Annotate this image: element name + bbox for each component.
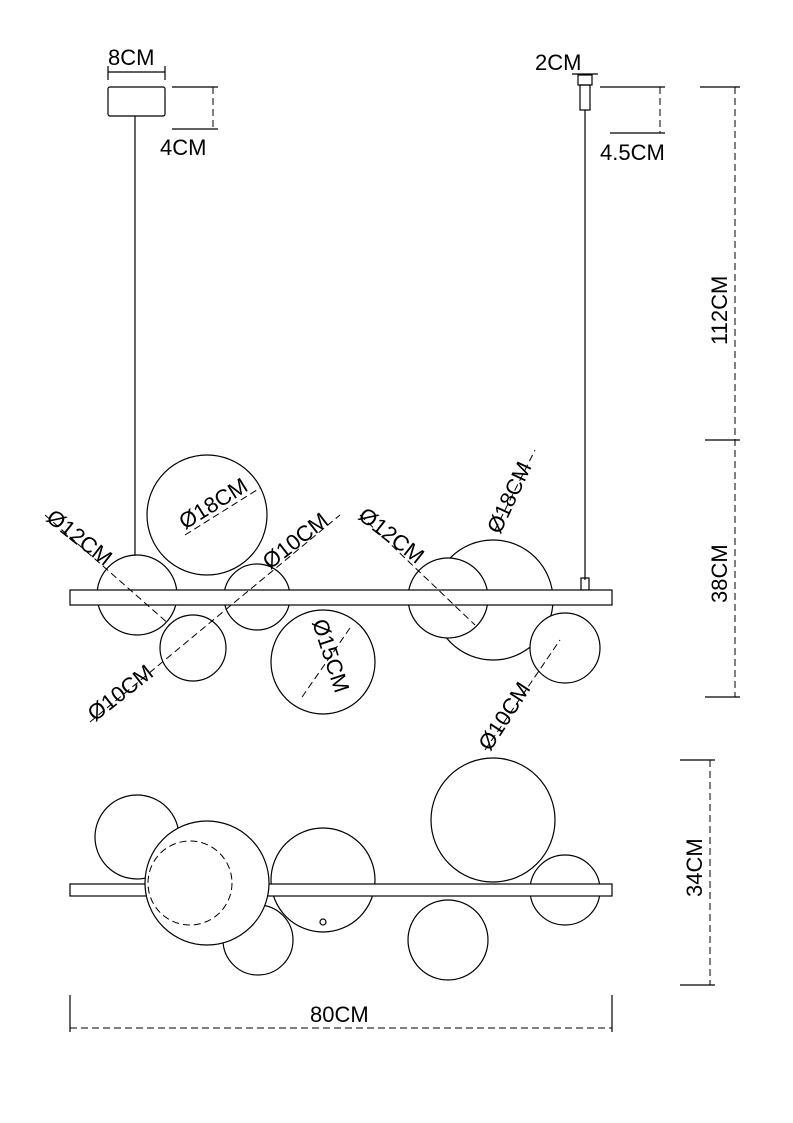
globe-label: Ø10CM bbox=[258, 508, 333, 574]
top-view bbox=[69, 757, 613, 981]
globe-label: Ø10CM bbox=[473, 678, 535, 755]
globe-label: Ø10CM bbox=[83, 660, 158, 726]
globe-10-bottom-left bbox=[159, 614, 227, 682]
globe-label: Ø12CM bbox=[42, 504, 117, 570]
connector-height-label: 4.5CM bbox=[600, 140, 665, 165]
ceiling-canopy bbox=[107, 66, 218, 130]
globe-10-right bbox=[529, 612, 601, 684]
globe-18-left bbox=[146, 454, 268, 576]
globe-label: Ø18CM bbox=[482, 458, 537, 537]
globe-15 bbox=[270, 609, 376, 715]
side-view bbox=[44, 449, 613, 751]
canopy-height-label: 4CM bbox=[160, 135, 206, 160]
connector-width-label: 2CM bbox=[535, 50, 581, 75]
cable-height-label: 112CM bbox=[707, 276, 732, 345]
depth-label: 34CM bbox=[682, 838, 707, 897]
fixture-bar bbox=[69, 589, 613, 606]
canopy-width-label: 8CM bbox=[108, 45, 154, 70]
length-label: 80CM bbox=[310, 1002, 369, 1027]
cable-connector bbox=[572, 73, 665, 134]
globe-label: Ø12CM bbox=[354, 502, 429, 568]
fixture-height-label: 38CM bbox=[707, 544, 732, 603]
